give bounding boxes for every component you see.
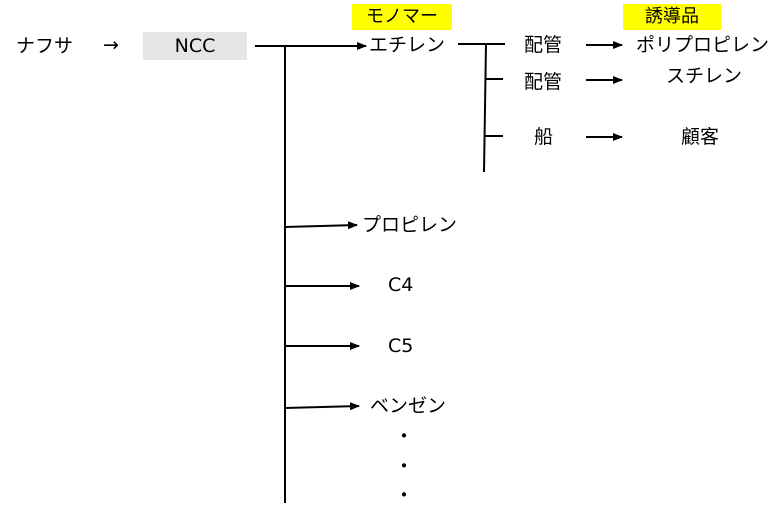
transport-label-1: 配管 bbox=[524, 34, 563, 56]
ellipsis-dot-2: ・ bbox=[394, 454, 414, 478]
header-derivative: 誘導品 bbox=[623, 4, 721, 30]
ethylene-label: エチレン bbox=[369, 34, 446, 56]
ellipsis-dot-3: ・ bbox=[394, 483, 414, 507]
monomer-propylene: プロピレン bbox=[362, 214, 458, 236]
monomer-c5: C5 bbox=[388, 335, 414, 357]
ncc-box: NCC bbox=[143, 32, 247, 60]
source-arrow: → bbox=[103, 34, 119, 56]
arrow-benzene bbox=[284, 402, 360, 411]
product-1: ポリプロピレン bbox=[636, 34, 770, 56]
monomer-benzene: ベンゼン bbox=[370, 395, 447, 417]
ethylene-trunk-line bbox=[483, 43, 487, 173]
source-label: ナフサ bbox=[16, 35, 74, 57]
arrow-propylene bbox=[284, 221, 358, 230]
transport-label-2: 配管 bbox=[524, 71, 563, 93]
ellipsis-dot-1: ・ bbox=[394, 424, 414, 448]
product-3: 顧客 bbox=[681, 126, 720, 148]
header-monomer: モノマー bbox=[352, 4, 452, 30]
transport-label-3: 船 bbox=[534, 126, 554, 148]
monomer-c4: C4 bbox=[388, 274, 414, 296]
product-2: スチレン bbox=[666, 65, 743, 87]
